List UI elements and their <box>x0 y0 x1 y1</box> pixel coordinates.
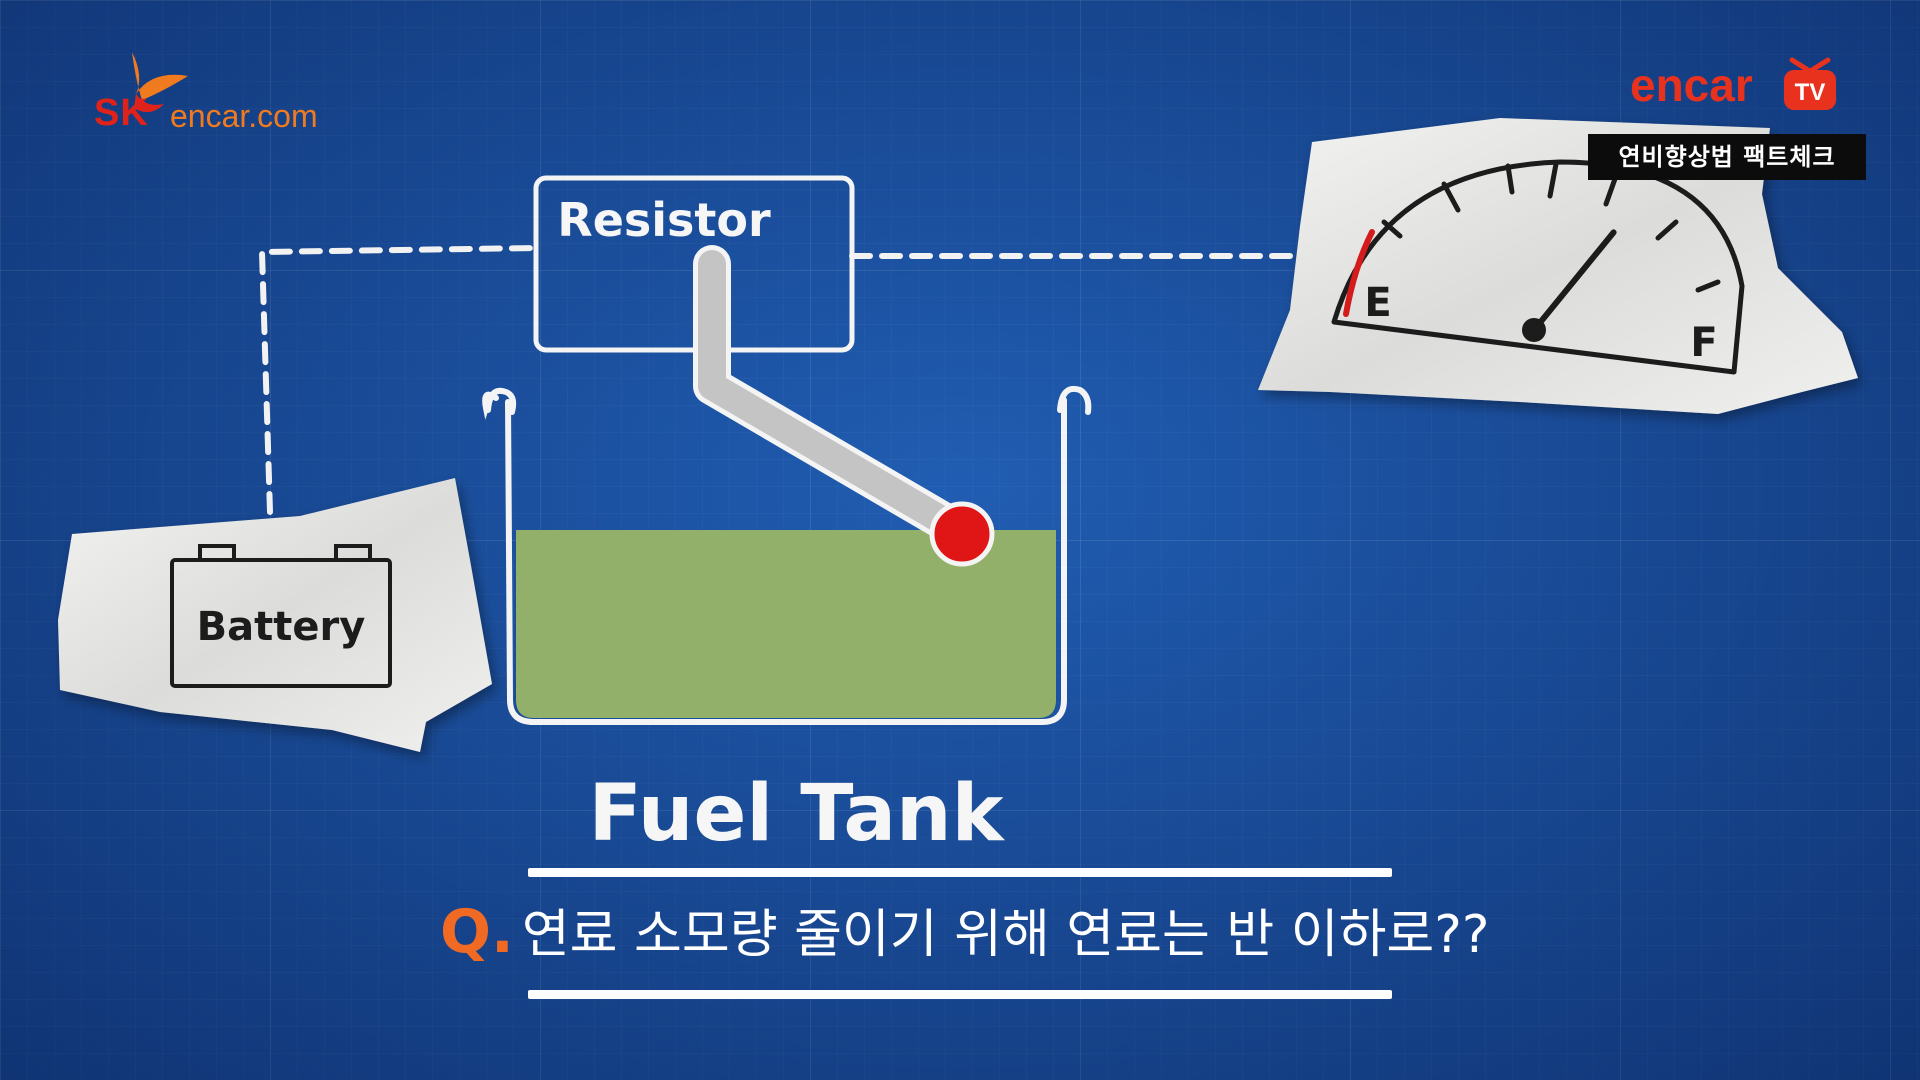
gauge-pivot <box>1522 318 1546 342</box>
gauge-empty-zone <box>1343 229 1375 317</box>
tank-lip-right <box>1057 386 1092 415</box>
tv-icon: TV <box>1784 57 1836 110</box>
circuit-wires <box>258 245 1303 515</box>
fuel-tank <box>482 386 1092 725</box>
fuel-tank-label: Fuel Tank <box>589 769 1006 859</box>
fuel-liquid <box>516 530 1056 718</box>
gauge-card: E F <box>1258 118 1858 414</box>
battery-card: Battery <box>58 478 492 752</box>
gauge-empty-label: E <box>1364 280 1391 326</box>
episode-badge: 연비향상법 팩트체크 <box>1588 134 1866 180</box>
sk-logo-text: SK <box>94 92 149 134</box>
encar-tv-logo-text: encar <box>1630 59 1753 111</box>
battery-label: Battery <box>197 604 366 650</box>
resistor-label: Resistor <box>557 193 771 247</box>
caption-bottom-rule <box>528 990 1392 999</box>
gauge-full-label: F <box>1690 320 1717 366</box>
question-caption: Q.연료 소모량 줄이기 위해 연료는 반 이하로?? <box>440 896 1489 968</box>
gauge-dial-outline <box>1331 159 1745 375</box>
question-prefix: Q. <box>440 897 514 967</box>
tank-lip-left <box>485 387 517 415</box>
fuel-gauge: E F <box>1331 159 1745 375</box>
battery-icon <box>170 544 392 688</box>
question-text: 연료 소모량 줄이기 위해 연료는 반 이하로?? <box>521 905 1490 965</box>
wire-battery-to-resistor <box>258 245 539 515</box>
tv-mark: TV <box>1795 79 1826 106</box>
sk-butterfly-icon <box>132 52 188 113</box>
sk-site-text: encar.com <box>170 98 318 134</box>
gauge-ticks <box>1381 161 1721 293</box>
gauge-paper <box>1258 118 1858 414</box>
float-arm <box>693 245 995 567</box>
float-ball <box>929 501 995 567</box>
battery-paper <box>58 478 492 752</box>
caption-top-rule <box>528 868 1392 877</box>
gauge-needle <box>1531 229 1617 333</box>
